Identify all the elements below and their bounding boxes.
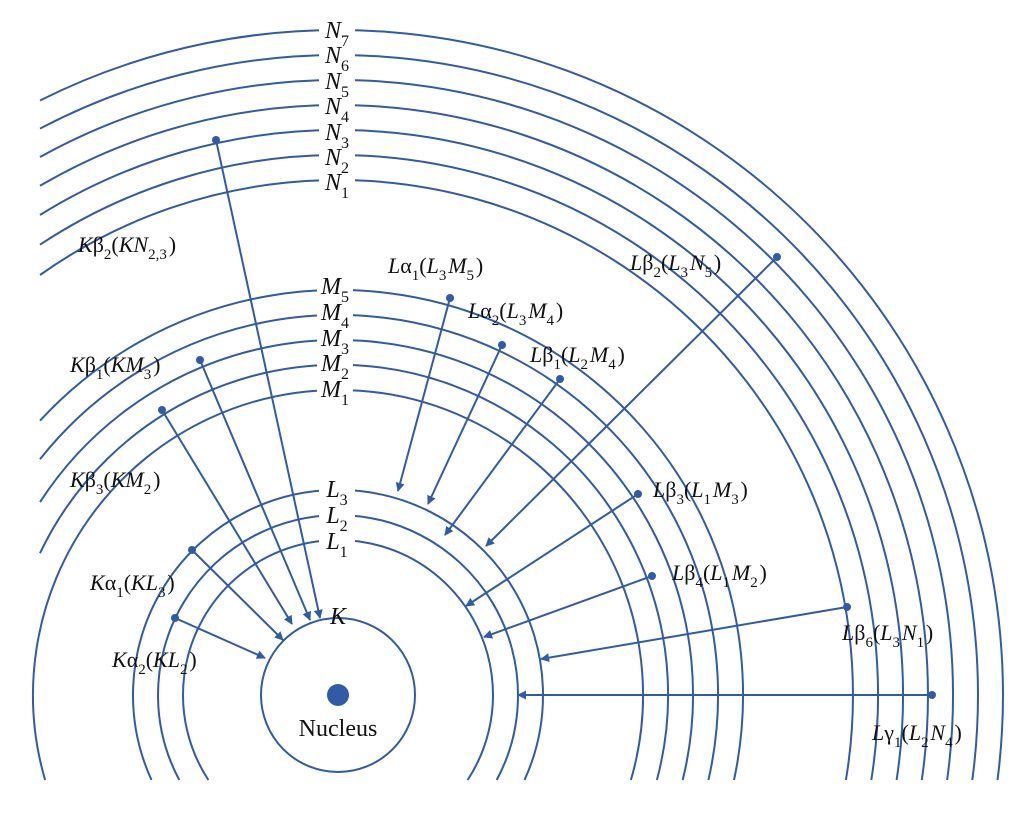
arrow-lb6 [540,606,848,663]
shell-label-bg [319,171,355,195]
shell-label-bg [319,44,355,68]
shell-k [260,617,416,773]
shell-n4 [39,104,929,781]
shell-label-bg [317,352,353,376]
shell-m3 [39,339,694,781]
transition-label-lb6: Lβ6(L3 N1 ) [841,620,933,651]
shell-n5 [39,78,954,781]
arrow-origin-lg1 [928,691,936,699]
shell-n7 [39,29,1004,781]
arrow-lb1 [444,378,561,536]
transition-label-lb2: Lβ2(L3 N5 ) [629,250,721,281]
shell-label-m5: M5 [320,274,349,306]
shell-label-n7: N7 [324,18,349,50]
shell-label-n3: N3 [324,120,349,152]
shell-label-n2: N2 [324,145,349,177]
shell-label-bg [319,70,355,94]
shell-label-bg [319,504,355,528]
transition-label-ka1: Kα1(KL3 ) [89,570,175,601]
shell-n2 [39,154,879,781]
shell-label-l1: L1 [325,529,347,561]
transition-label-la2: Lα2(L3 M4 ) [467,298,563,329]
nucleus-label: Nucleus [299,716,378,742]
shell-label-m1: M1 [320,377,349,409]
arrow-kb3 [161,409,293,625]
arrow-origin-la2 [498,341,506,349]
shell-n6 [39,54,979,781]
transition-label-ka2: Kα2(KL2 ) [111,647,197,678]
arrow-kb2 [215,139,323,619]
shell-n3 [39,129,904,781]
transition-label-kb2: Kβ2(KN2,3 ) [77,232,176,263]
shell-label-n5: N5 [324,69,349,101]
arrow-origin-ka1 [188,546,196,554]
arrow-origin-kb3 [158,406,166,414]
shell-label-bg [319,121,355,145]
shell-label-bg [319,19,355,43]
shell-label-n6: N6 [324,43,349,75]
arrow-origin-ka2 [171,614,179,622]
shell-label-bg [319,95,355,119]
shell-label-bg [317,275,353,299]
shell-m4 [39,313,720,781]
shell-label-bg [317,327,353,351]
arrow-lb3 [465,493,639,607]
arrow-origin-lb2 [773,253,781,261]
arrow-origin-la1 [446,294,454,302]
arrow-la2 [427,344,503,505]
arrow-origin-kb1 [196,356,204,364]
transition-arrows [158,136,936,700]
shell-label-bg [319,478,355,502]
arrow-kb1 [199,359,311,621]
shell-m5 [39,288,745,781]
shell-label-m2: M2 [320,351,349,383]
shell-l1 [182,539,494,781]
arrow-origin-kb2 [212,136,220,144]
transition-label-la1: Lα1(L3 M5 ) [387,253,483,284]
arrow-ka1 [191,549,284,641]
arrow-ka2 [174,617,266,659]
shell-label-n1: N1 [324,170,349,202]
transition-label-lb3: Lβ3(L1 M3 ) [652,477,748,508]
shell-label-m3: M3 [320,326,349,358]
arrow-origin-lb4 [648,572,656,580]
electron-shells [32,29,1004,781]
shell-label-l3: L3 [325,477,347,509]
transition-label-kb3: Kβ3(KM2 ) [69,467,160,498]
arrow-la1 [395,297,451,492]
shell-label-bg [319,530,355,554]
shell-label-l2: L2 [325,503,347,535]
arrow-origin-lb3 [634,490,642,498]
shell-label-n4: N4 [324,94,349,126]
arrow-origin-lb6 [843,603,851,611]
shell-label-bg [319,146,355,170]
transition-label-kb1: Kβ1(KM3 ) [69,352,160,383]
transition-labels: Kβ2(KN2,3 ) Kβ1(KM3 ) Kβ3(KM2 ) Kα1(KL3 ) Kα… [69,232,962,751]
shell-label-m4: M4 [320,300,349,332]
shell-label-k: K [329,604,348,630]
transition-label-lb1: Lβ1(L2 M4 ) [529,342,625,373]
transition-label-lg1: Lγ1(L2 N4 ) [871,720,962,751]
arrow-lb2 [485,256,778,547]
shell-label-bg [317,378,353,402]
shell-n1 [39,179,854,781]
nucleus-dot [327,684,349,706]
shell-label-bg [317,301,353,325]
arrow-origin-lb1 [556,375,564,383]
transition-label-lb4: Lβ4(L1 M2 ) [671,560,767,591]
shell-m2 [39,363,670,781]
arrow-lb4 [483,575,653,639]
